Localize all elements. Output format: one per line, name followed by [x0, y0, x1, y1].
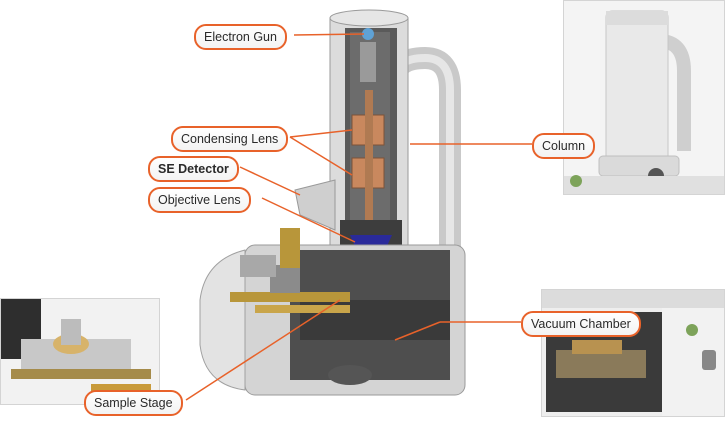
column-photo: [563, 0, 725, 195]
electron-gun-label: Electron Gun: [194, 24, 287, 50]
leader-se-detector: [239, 166, 301, 196]
se-detector-part: [294, 179, 336, 231]
sample-stage-label: Sample Stage: [84, 390, 183, 416]
objective-lens-label: Objective Lens: [148, 187, 251, 213]
leader-objective-lens: [261, 197, 356, 243]
vacuum-chamber-label: Vacuum Chamber: [521, 311, 641, 337]
sample-stage-photo: [0, 298, 160, 405]
se-detector-label: SE Detector: [148, 156, 239, 182]
leader-electron-gun: [293, 33, 365, 36]
stage-rail: [230, 292, 350, 302]
leader-condensing-lens: [289, 129, 353, 138]
condensing-lens-label: Condensing Lens: [171, 126, 289, 152]
electron-gun-part: [362, 28, 374, 40]
leader-sample-stage: [185, 299, 341, 401]
column-label: Column: [532, 133, 596, 159]
